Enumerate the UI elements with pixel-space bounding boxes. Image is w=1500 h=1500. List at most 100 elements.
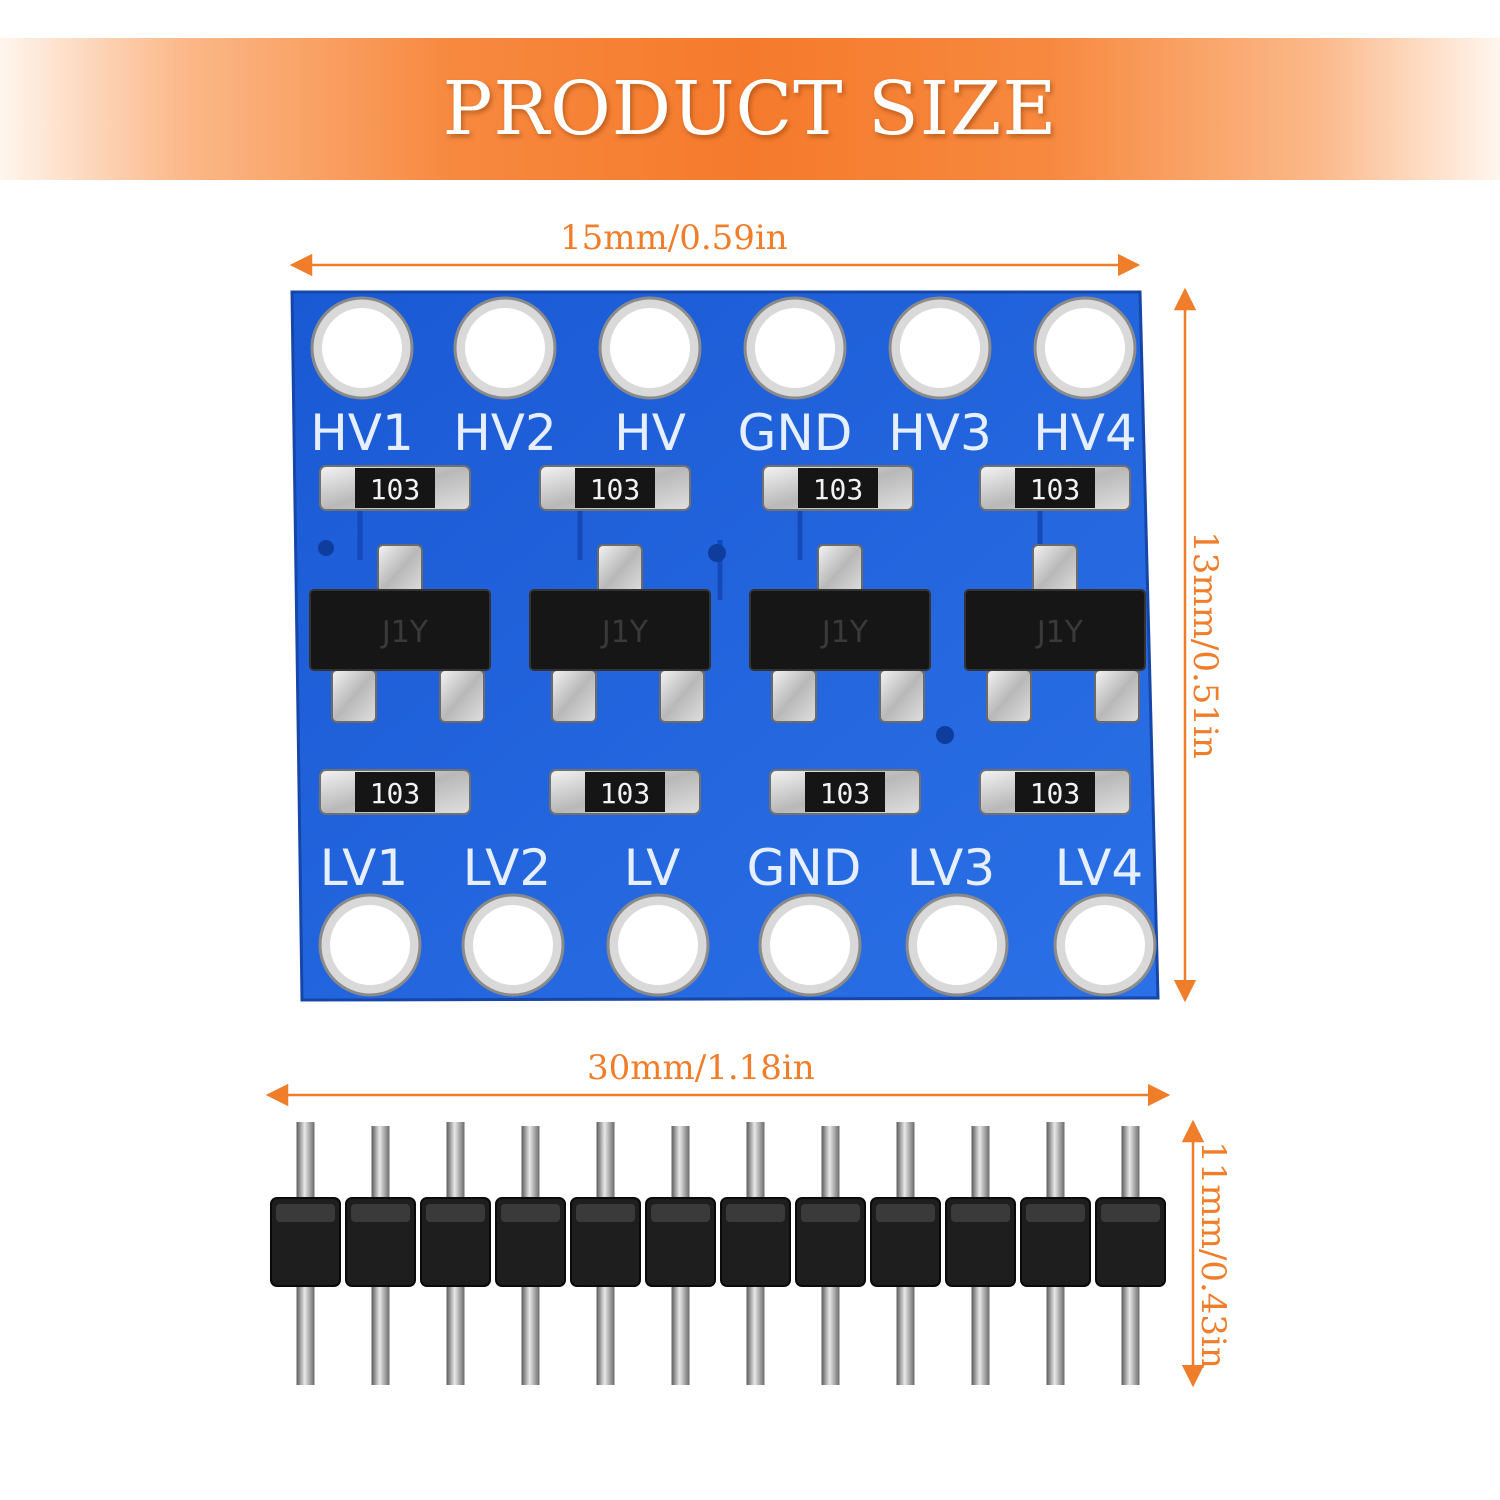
- smd-resistor: 103: [539, 465, 691, 511]
- smd-resistor: 103: [979, 465, 1131, 511]
- pin-lower: [521, 1280, 540, 1385]
- transistor-code: J1Y: [1035, 615, 1084, 650]
- sot23-transistor: J1Y: [309, 544, 491, 723]
- transistor-lead: [377, 544, 423, 596]
- resistor-code: 103: [813, 473, 864, 506]
- pin-upper: [746, 1122, 765, 1200]
- transistor-code: J1Y: [820, 615, 869, 650]
- bottom-pin-label: GND: [747, 839, 862, 897]
- top-pin-label: GND: [738, 404, 853, 462]
- transistor-lead: [1032, 544, 1078, 596]
- sot23-transistor: J1Y: [749, 544, 931, 723]
- transistor-lead: [817, 544, 863, 596]
- resistor-code: 103: [1030, 473, 1081, 506]
- pin-lower: [671, 1280, 690, 1385]
- pin-lower: [596, 1280, 615, 1385]
- spacer-highlight: [501, 1204, 560, 1222]
- resistor-code: 103: [370, 473, 421, 506]
- bottom-pin-label: LV: [624, 839, 681, 897]
- pin-hole: [330, 905, 410, 985]
- resistor-body: [585, 772, 665, 812]
- pin-hole: [900, 308, 980, 388]
- resistor-body: [805, 772, 885, 812]
- smd-resistor: 103: [769, 769, 921, 815]
- resistor-code: 103: [370, 777, 421, 810]
- spacer-highlight: [351, 1204, 410, 1222]
- header-pin: [570, 1122, 641, 1385]
- transistor-lead: [771, 669, 817, 723]
- pin-hole: [618, 905, 698, 985]
- header-width-label: 30mm/1.18in: [587, 1048, 815, 1088]
- transistor-body: [964, 589, 1146, 671]
- pin-lower: [1046, 1280, 1065, 1385]
- spacer-highlight: [576, 1204, 635, 1222]
- spacer-highlight: [876, 1204, 935, 1222]
- spacer-highlight: [1101, 1204, 1160, 1222]
- pin-upper: [521, 1126, 540, 1204]
- smd-resistor: 103: [549, 769, 701, 815]
- bottom-pin-label: LV1: [320, 839, 408, 897]
- pin-lower: [371, 1280, 390, 1385]
- spacer-highlight: [726, 1204, 785, 1222]
- transistor-body: [309, 589, 491, 671]
- pin-hole: [1045, 308, 1125, 388]
- smd-resistor: 103: [979, 769, 1131, 815]
- transistor-lead: [597, 544, 643, 596]
- pin-lower: [746, 1280, 765, 1385]
- resistor-body: [575, 468, 655, 508]
- pin-lower: [821, 1280, 840, 1385]
- spacer-highlight: [426, 1204, 485, 1222]
- sot23-transistor: J1Y: [529, 544, 711, 723]
- pin-hole: [770, 905, 850, 985]
- resistor-code: 103: [600, 777, 651, 810]
- via-dot: [936, 726, 954, 744]
- bottom-pin-label: LV4: [1055, 839, 1143, 897]
- pin-upper: [1046, 1122, 1065, 1200]
- resistor-body: [1015, 772, 1095, 812]
- header-pin: [345, 1126, 416, 1385]
- product-size-banner: PRODUCT SIZE: [0, 38, 1500, 180]
- top-pin-label: HV3: [888, 404, 992, 462]
- header-pin: [945, 1126, 1016, 1385]
- resistor-body: [1015, 468, 1095, 508]
- pin-hole: [322, 308, 402, 388]
- pin-upper: [896, 1122, 915, 1200]
- pin-lower: [296, 1280, 315, 1385]
- smd-resistor: 103: [762, 465, 914, 511]
- header-pin: [420, 1122, 491, 1385]
- pin-hole: [610, 308, 690, 388]
- spacer-highlight: [1026, 1204, 1085, 1222]
- sot23-transistor: J1Y: [964, 544, 1146, 723]
- header-pin: [270, 1122, 341, 1385]
- pin-upper: [371, 1126, 390, 1204]
- pin-upper: [596, 1122, 615, 1200]
- transistor-lead: [331, 669, 377, 723]
- transistor-code: J1Y: [380, 615, 429, 650]
- pin-lower: [1121, 1280, 1140, 1385]
- transistor-lead: [439, 669, 485, 723]
- header-pin: [720, 1122, 791, 1385]
- resistor-code: 103: [820, 777, 871, 810]
- top-pin-label: HV2: [453, 404, 557, 462]
- pin-lower: [971, 1280, 990, 1385]
- bottom-pin-label: LV2: [463, 839, 551, 897]
- pcb-trace: [357, 505, 1043, 600]
- via-dot: [318, 540, 334, 556]
- header-pin: [645, 1126, 716, 1385]
- pin-hole: [917, 905, 997, 985]
- resistor-body: [798, 468, 878, 508]
- header-pin: [795, 1126, 866, 1385]
- header-pin: [870, 1122, 941, 1385]
- pin-hole: [1065, 905, 1145, 985]
- pin-upper: [446, 1122, 465, 1200]
- pin-lower: [446, 1280, 465, 1385]
- pin-upper: [1121, 1126, 1140, 1204]
- transistor-body: [529, 589, 711, 671]
- spacer-highlight: [801, 1204, 860, 1222]
- via-dot: [708, 544, 726, 562]
- pin-lower: [896, 1280, 915, 1385]
- banner-title: PRODUCT SIZE: [442, 66, 1058, 152]
- transistor-lead: [1094, 669, 1140, 723]
- resistor-body: [355, 468, 435, 508]
